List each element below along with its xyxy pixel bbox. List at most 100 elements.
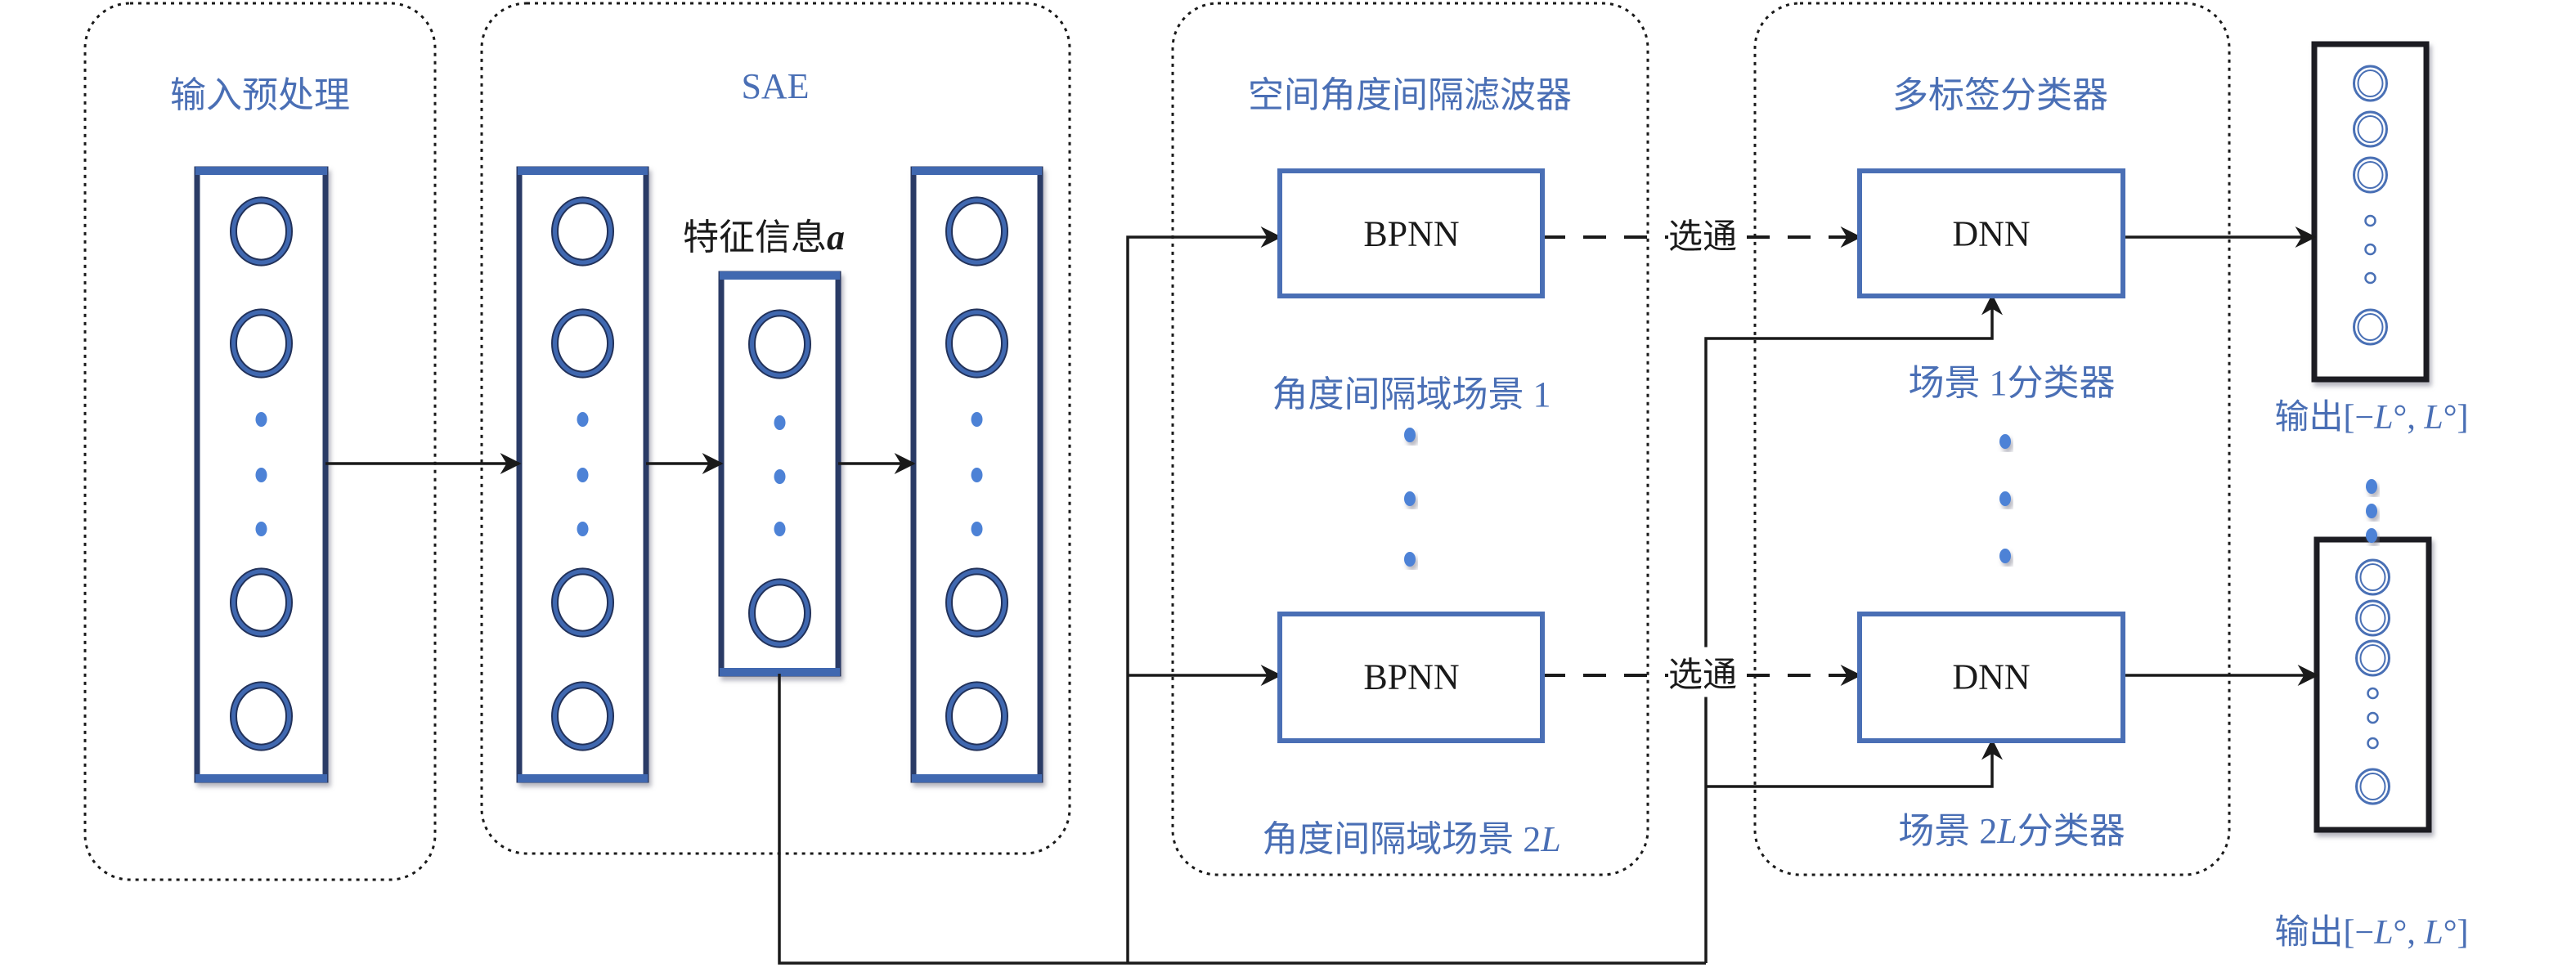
filter-caption-bottom-prefix: 角度间隔域场景 2	[1262, 819, 1542, 859]
bpnn-box-bottom	[1277, 612, 1545, 743]
feature-label-text: 特征信息	[683, 217, 827, 258]
ellipsis-dot	[971, 522, 983, 536]
output-node-inner	[2359, 644, 2386, 672]
output-node	[2355, 768, 2390, 805]
sae-encoder-column-top-bar	[518, 167, 648, 175]
output-ellipsis	[2364, 214, 2376, 227]
input-column	[194, 166, 329, 783]
input-column-top-bar	[195, 167, 327, 175]
vertical-ellipsis-dot	[1404, 428, 1416, 442]
ellipsis-dot	[255, 412, 267, 427]
output-node-inner	[2359, 563, 2386, 591]
node-ring-highlight	[947, 310, 1007, 377]
node-ring-highlight	[750, 580, 810, 647]
gate-label-top: 选通	[1667, 208, 1738, 259]
sae-decoder-column-bottom-bar	[912, 774, 1042, 782]
ellipsis-dot	[577, 412, 589, 427]
output-node-inner	[2357, 313, 2384, 341]
node-ring-highlight	[231, 569, 291, 636]
dnn-box-bottom	[1857, 612, 2125, 743]
feature-column-top-bar	[720, 271, 840, 280]
output-node	[2355, 639, 2390, 677]
output-ellipsis	[2367, 711, 2379, 724]
arrow-feature-to-dnn-bottom	[1706, 738, 2003, 788]
vertical-ellipsis-dot	[1999, 549, 2011, 563]
classifier-caption-top: 场景 1分类器	[1908, 363, 2116, 403]
output-node-inner	[2357, 115, 2384, 143]
node-ring-highlight	[231, 683, 291, 750]
output-node	[2353, 308, 2388, 346]
dnn-box-top	[1857, 168, 2125, 298]
feature-label: 特征信息a	[683, 208, 845, 260]
node-ring-highlight	[947, 198, 1007, 265]
vertical-ellipsis-dot	[2366, 528, 2377, 543]
filter-caption-bottom-var: L	[1541, 819, 1561, 859]
output-node	[2355, 599, 2390, 637]
output-label-top-var2: L	[2424, 399, 2444, 437]
dnn-top-label: DNN	[1952, 213, 2031, 254]
vertical-ellipsis-dot	[1999, 434, 2011, 449]
output-node-inner	[2357, 69, 2384, 97]
output-ellipsis	[2364, 271, 2376, 285]
output-node	[2353, 156, 2388, 194]
gate-label-bottom: 选通	[1667, 647, 1738, 697]
ellipsis-dot	[971, 412, 983, 427]
output-label-top: 输出[−L°, L°]	[2275, 389, 2469, 439]
ellipsis-dot	[774, 415, 786, 430]
output-node-inner	[2359, 604, 2386, 632]
ellipsis-dot	[971, 468, 983, 482]
vertical-ellipsis-dot	[2366, 479, 2377, 494]
group-frame-classifier	[1753, 2, 2231, 876]
output-label-top-suffix: °]	[2443, 399, 2469, 437]
output-label-top-var1: L	[2374, 399, 2394, 437]
node-ring-highlight	[231, 198, 291, 265]
output-label-top-mid: °,	[2393, 399, 2425, 437]
filter-caption-bottom: 角度间隔域场景 2L	[1262, 809, 1560, 862]
ellipsis-dot	[255, 522, 267, 536]
node-ring-highlight	[750, 311, 810, 378]
output-label-bottom-var2: L	[2424, 914, 2444, 952]
feature-column	[718, 271, 841, 677]
node-ring-highlight	[553, 569, 613, 636]
sae-decoder-column-top-bar	[912, 167, 1042, 175]
node-ring-highlight	[553, 198, 613, 265]
ellipsis-dot	[255, 468, 267, 482]
ellipsis-dot	[774, 469, 786, 484]
output-column-top-frame	[2311, 41, 2430, 383]
ellipsis-dot	[577, 522, 589, 536]
group-title-input: 输入预处理	[170, 75, 350, 115]
output-label-bottom-mid: °,	[2393, 914, 2425, 952]
group-frame-input	[83, 2, 437, 881]
output-node-inner	[2357, 161, 2384, 189]
output-ellipsis	[2364, 243, 2376, 256]
output-label-bottom-var1: L	[2374, 914, 2394, 952]
node-ring-highlight	[947, 569, 1007, 636]
group-title-filter: 空间角度间隔滤波器	[1248, 75, 1572, 115]
classifier-caption-bottom-prefix: 场景 2	[1898, 811, 1998, 851]
bpnn-box-top	[1277, 168, 1545, 298]
output-node	[2355, 558, 2390, 596]
group-title-sae: SAE	[741, 66, 810, 106]
node-ring-highlight	[947, 683, 1007, 750]
arrow-feature-to-bpnn-top	[1126, 226, 1282, 963]
output-column-top	[2311, 41, 2430, 383]
input-column-bottom-bar	[195, 774, 327, 782]
group-frame-sae	[480, 2, 1071, 855]
vertical-ellipsis-dot	[1404, 552, 1416, 567]
feature-column-bottom-bar	[720, 668, 840, 676]
sae-encoder-column	[516, 166, 649, 783]
sae-encoder-column-bottom-bar	[518, 774, 648, 782]
output-label-bottom-suffix: °]	[2443, 914, 2469, 952]
output-label-top-prefix: 输出[−	[2274, 399, 2375, 437]
output-node	[2353, 110, 2388, 148]
feature-label-var: a	[827, 217, 845, 258]
ellipsis-dot	[774, 522, 786, 536]
filter-caption-top: 角度间隔域场景 1	[1272, 374, 1551, 415]
node-ring-highlight	[231, 310, 291, 377]
vertical-ellipsis-dot	[1404, 491, 1416, 506]
dnn-bottom-label: DNN	[1952, 657, 2031, 697]
feature-bus	[778, 674, 1706, 965]
vertical-ellipsis-dot	[1999, 491, 2011, 506]
output-label-bottom-prefix: 输出[−	[2274, 914, 2375, 952]
node-ring-highlight	[553, 683, 613, 750]
